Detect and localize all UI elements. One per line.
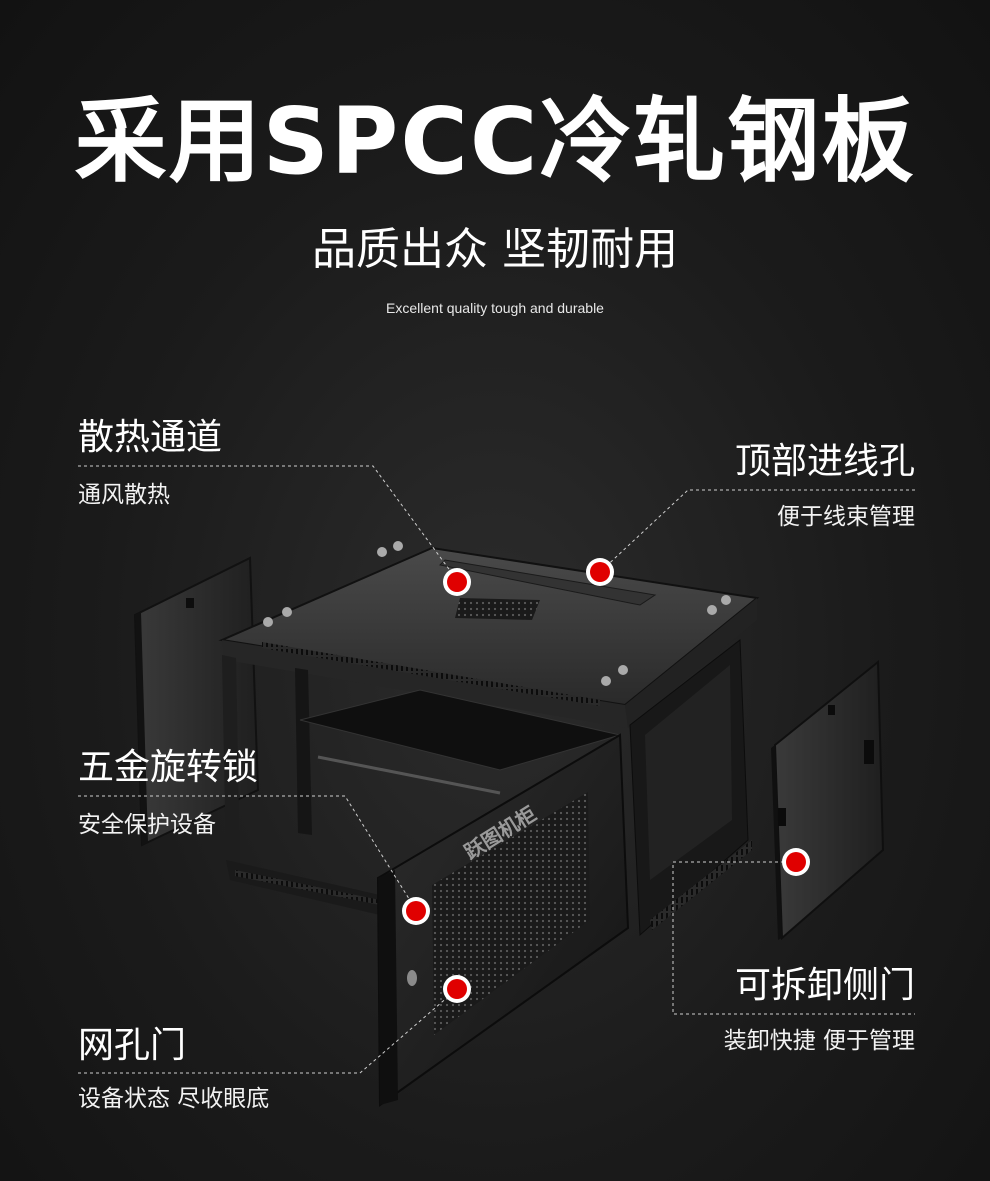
side-door-title: 可拆卸侧门 [734,965,915,1006]
cable-dot [586,558,614,586]
lock-dot [402,897,430,925]
leader-lines [78,465,915,1074]
side-door-desc: 装卸快捷 便于管理 [723,1028,915,1054]
english-tagline: Excellent quality tough and durable [386,300,604,316]
cable-hole-title: 顶部进线孔 [734,441,915,482]
left-side-panel [133,556,260,847]
right-side-panel [771,659,885,941]
page-title: 采用SPCC冷轧钢板 [74,88,916,195]
cable-hole-desc: 便于线束管理 [777,504,915,530]
mesh-door-dot [443,975,471,1003]
mesh-door-title: 网孔门 [78,1025,187,1066]
heat-dot [443,568,471,596]
callout-dots [402,558,810,1003]
mesh-door: 跃图机柜 [376,733,630,1107]
cabinet-body [218,541,760,937]
heat-channel-desc: 通风散热 [78,482,170,508]
lock-desc: 安全保护设备 [78,812,216,838]
mesh-door-desc: 设备状态 尽收眼底 [78,1086,270,1112]
page-subtitle: 品质出众 坚韧耐用 [312,224,678,275]
heat-channel-title: 散热通道 [78,417,223,458]
lock-title: 五金旋转锁 [78,747,259,788]
side-door-dot [782,848,810,876]
